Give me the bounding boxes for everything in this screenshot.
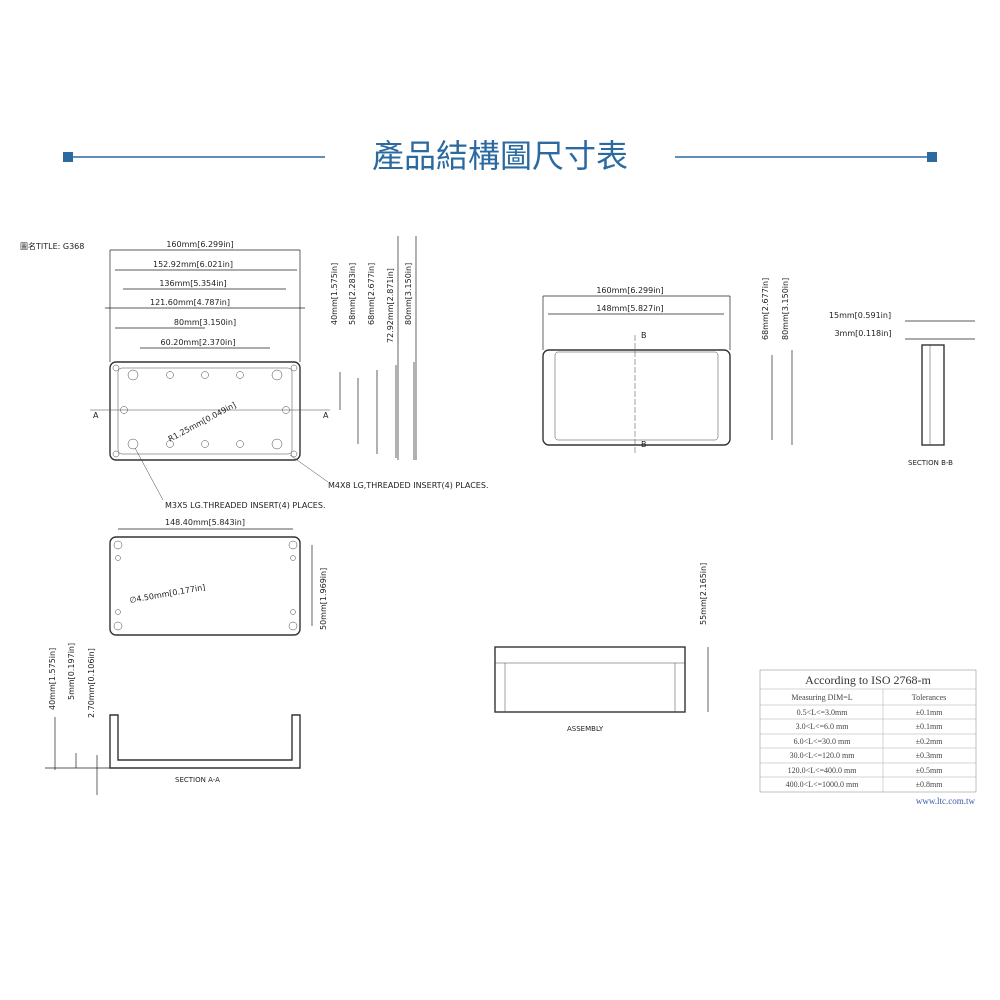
tolerance-table: According to ISO 2768-m Measuring DIM=L … (759, 669, 977, 806)
section-mark-a-left: A (93, 411, 99, 420)
website-link[interactable]: www.ltc.com.tw (916, 796, 976, 806)
table-cell: 400.0<L<=1000.0 mm (786, 780, 860, 789)
lid-dim-80: 80mm[3.150in] (781, 278, 790, 340)
section-mark-b-top: B (641, 331, 647, 340)
section-aa-dim-2-70: 2.70mm[0.106in] (87, 648, 96, 718)
table-cell: ±0.2mm (916, 737, 944, 746)
table-header-dim: Measuring DIM=L (791, 693, 852, 702)
section-bb-dim-15: 15mm[0.591in] (829, 311, 891, 320)
assembly-view: 55mm[2.165in] ASSEMBLY (494, 563, 709, 733)
lid-view: B B 160mm[6.299in] 148mm[5.827in] 68mm[2… (542, 278, 793, 455)
section-aa-dim-40: 40mm[1.575in] (48, 648, 57, 710)
dim-121-60: 121.60mm[4.787in] (150, 298, 230, 307)
section-a-a: 40mm[1.575in] 5mm[0.197in] 2.70mm[0.106i… (45, 643, 301, 795)
bottom-dim-148-40: 148.40mm[5.843in] (165, 518, 245, 527)
table-cell: 6.0<L<=30.0 mm (794, 737, 852, 746)
bottom-dim-50: 50mm[1.969in] (319, 568, 328, 630)
dim-68: 68mm[2.677in] (367, 263, 376, 325)
note-m4-insert: M4X8 LG,THREADED INSERT(4) PLACES. (328, 481, 488, 490)
table-cell: ±0.1mm (916, 708, 944, 717)
section-mark-b-bottom: B (641, 440, 647, 449)
section-bb-label: SECTION B-B (908, 459, 953, 467)
table-cell: ±0.5mm (916, 766, 944, 775)
table-header-tol: Tolerances (912, 693, 947, 702)
drawing-title: 圖名TITLE: G368 (20, 241, 84, 251)
dim-58: 58mm[2.283in] (348, 263, 357, 325)
dim-136: 136mm[5.354in] (159, 279, 226, 288)
table-cell: ±0.1mm (916, 722, 944, 731)
note-m3-insert: M3X5 LG.THREADED INSERT(4) PLACES. (165, 501, 325, 510)
bottom-view: 148.40mm[5.843in] 50mm[1.969in] ∅4.50mm[… (109, 518, 328, 636)
dim-152-92: 152.92mm[6.021in] (153, 260, 233, 269)
lid-dim-160: 160mm[6.299in] (596, 286, 663, 295)
table-cell: ±0.3mm (916, 751, 944, 760)
section-b-b: 15mm[0.591in] 3mm[0.118in] SECTION B-B (829, 311, 975, 467)
section-aa-dim-5: 5mm[0.197in] (67, 643, 76, 700)
dim-80-vertical: 80mm[3.150in] (404, 263, 413, 325)
section-bb-dim-3: 3mm[0.118in] (834, 329, 891, 338)
top-view: A A 160mm[6.299in] 152.92mm[6.021in] 136… (90, 236, 488, 510)
section-aa-label: SECTION A-A (175, 776, 220, 784)
header: 產品結構圖尺寸表 (63, 137, 937, 175)
dim-160: 160mm[6.299in] (166, 240, 233, 249)
section-mark-a-right: A (323, 411, 329, 420)
dim-72-92: 72.92mm[2.871in] (386, 268, 395, 343)
dim-80: 80mm[3.150in] (174, 318, 236, 327)
dim-40: 40mm[1.575in] (330, 263, 339, 325)
header-square-left (63, 152, 73, 162)
table-cell: 0.5<L<=3.0mm (797, 708, 849, 717)
table-cell: ±0.8mm (916, 780, 944, 789)
table-cell: 30.0<L<=120.0 mm (790, 751, 856, 760)
table-title: According to ISO 2768-m (805, 673, 931, 687)
dim-60-20: 60.20mm[2.370in] (161, 338, 236, 347)
header-square-right (927, 152, 937, 162)
assembly-dim-55: 55mm[2.165in] (699, 563, 708, 625)
table-cell: 120.0<L<=400.0 mm (788, 766, 858, 775)
lid-dim-148: 148mm[5.827in] (596, 304, 663, 313)
lid-dim-68: 68mm[2.677in] (761, 278, 770, 340)
assembly-label: ASSEMBLY (567, 725, 604, 733)
table-cell: 3.0<L<=6.0 mm (796, 722, 850, 731)
page-title: 產品結構圖尺寸表 (372, 137, 628, 175)
